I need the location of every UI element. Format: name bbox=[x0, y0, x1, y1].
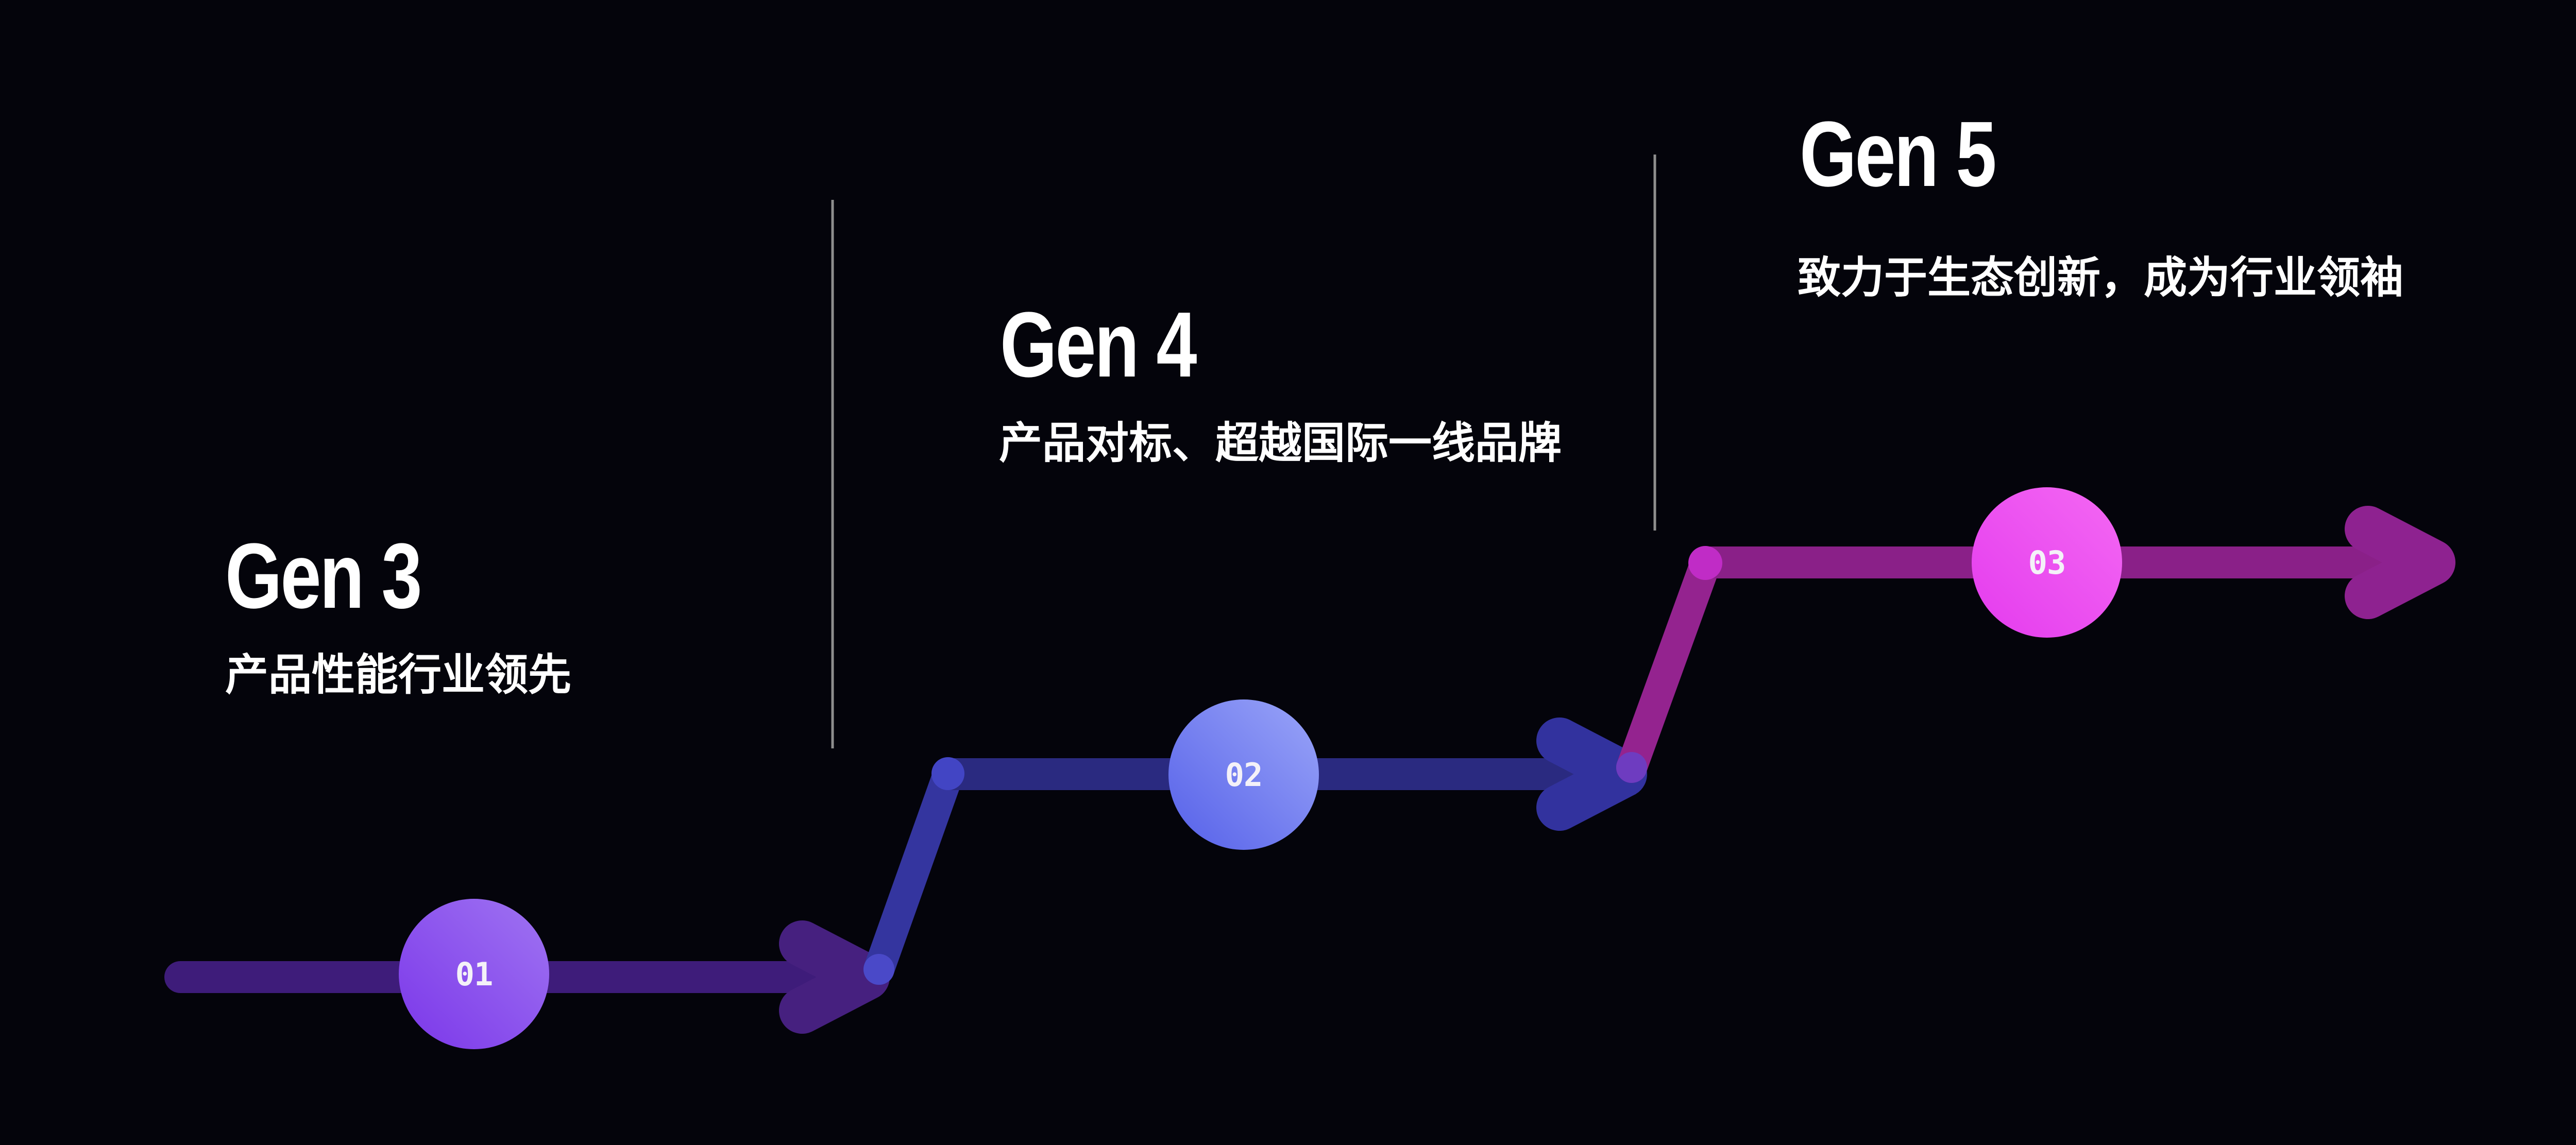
connector-1-2-overlap-dot bbox=[863, 954, 894, 985]
arrowhead-3-icon bbox=[2345, 506, 2455, 619]
milestone-number-01: 01 bbox=[455, 955, 493, 993]
milestone-number-03: 03 bbox=[2028, 544, 2066, 582]
milestone-gen4-subtitle: 产品对标、超越国际一线品牌 bbox=[999, 419, 1562, 467]
connector-2-3-joint-dot bbox=[1688, 546, 1722, 580]
milestone-marker-01 bbox=[399, 899, 549, 1049]
milestone-gen4-title: Gen 4 bbox=[1000, 293, 1197, 397]
milestone-gen3-subtitle: 产品性能行业领先 bbox=[225, 651, 572, 699]
milestone-marker-03 bbox=[1972, 487, 2122, 638]
milestone-gen3-title: Gen 3 bbox=[225, 524, 422, 628]
connector-2-3 bbox=[1616, 549, 1721, 783]
connector-2-3-overlap-dot bbox=[1616, 752, 1647, 783]
connector-1-2 bbox=[863, 760, 963, 985]
milestone-number-02: 02 bbox=[1225, 756, 1263, 794]
milestone-gen5-title: Gen 5 bbox=[1800, 102, 1997, 206]
connector-1-2-joint-dot bbox=[931, 757, 964, 790]
milestone-marker-02 bbox=[1168, 699, 1319, 850]
milestone-gen5-subtitle: 致力于生态创新，成为行业领袖 bbox=[1798, 253, 2404, 302]
